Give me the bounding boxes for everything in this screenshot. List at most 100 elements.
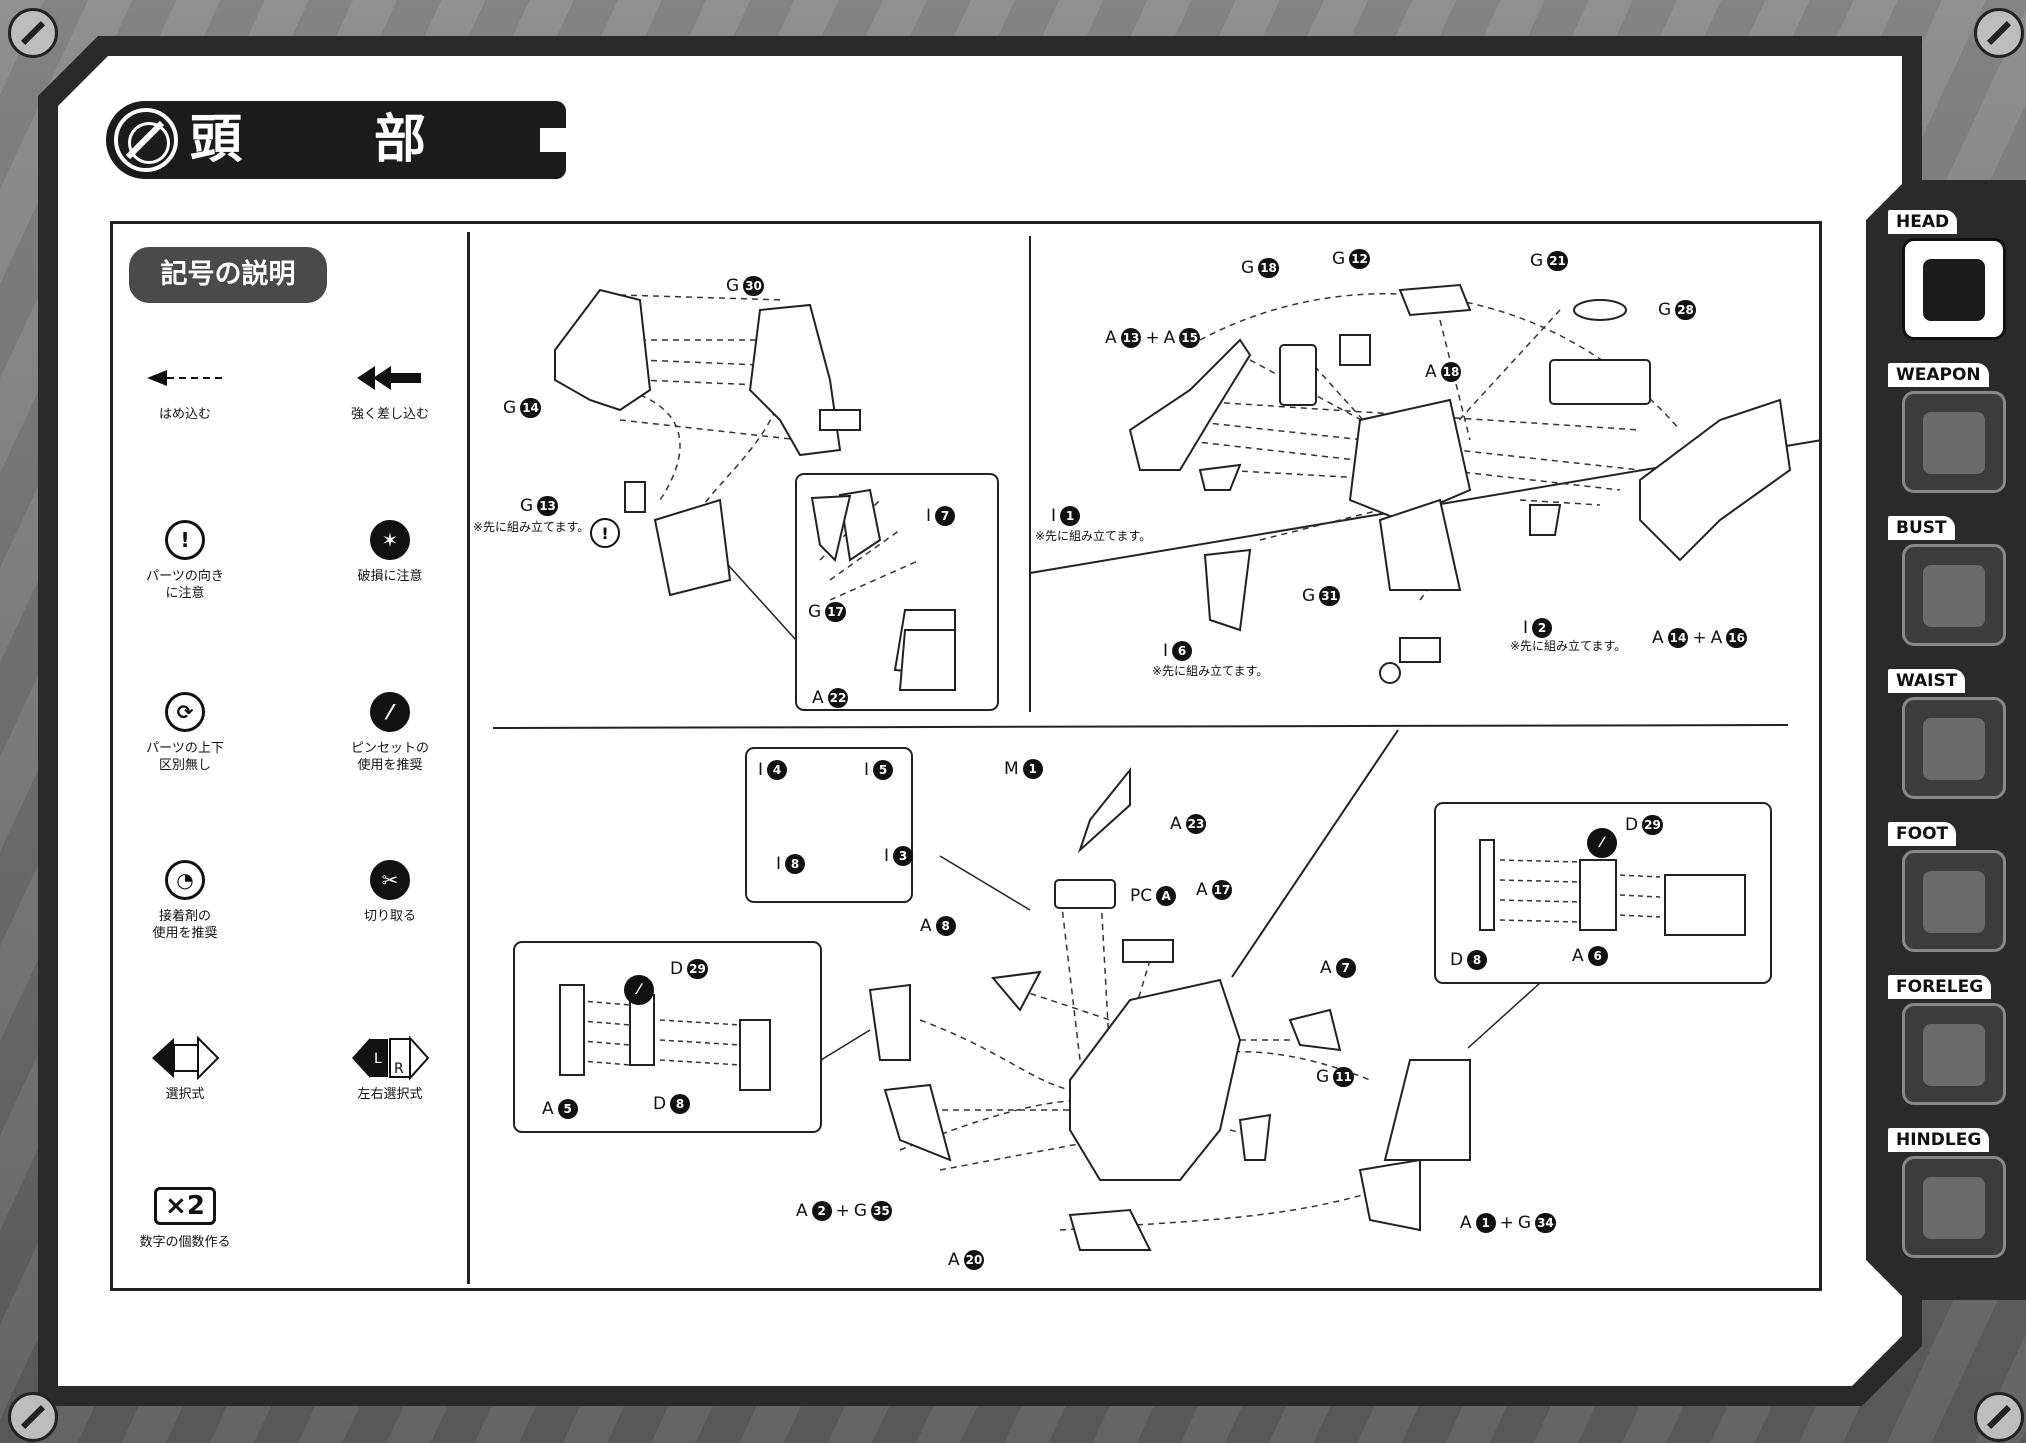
legend-symbol-glue: ◔ 接着剤の 使用を推奨 [115,852,255,942]
head-core-part [1348,398,1472,522]
instruction-frame [110,221,1822,1291]
nav-label: FOOT [1888,822,1957,846]
legend-symbol-orientation: ! パーツの向き に注意 [115,512,255,602]
face-cover-part [1639,398,1792,562]
legend-symbol-make-count: ×2 数字の個数作る [115,1178,255,1251]
pre-assemble-note: ※先に組み立てます。 [473,520,590,534]
nav-item-weapon[interactable]: WEAPON [1888,363,2014,507]
x2-icon: ×2 [154,1187,216,1225]
select-icon [152,1035,220,1081]
pre-assemble-note: ※先に組み立てます。 [1510,639,1627,653]
frame-part [748,303,842,457]
title-bar [106,101,566,179]
jaw-part [653,498,732,597]
exclamation-icon: ! [165,520,205,560]
nav-item-hindleg[interactable]: HINDLEG [1888,1128,2014,1272]
weapon-icon [1923,412,1985,474]
legend-symbol-cut: ✂ 切り取る [320,852,460,925]
nav-item-bust[interactable]: BUST [1888,516,2014,660]
nav-item-foreleg[interactable]: FORELEG [1888,975,2014,1119]
frame-part [554,288,652,412]
rotate-icon: ⟳ [165,692,205,732]
dashed-arrow-icon [147,370,223,386]
side-cover-part [1128,338,1252,471]
nav-item-waist[interactable]: WAIST [1888,669,2014,813]
tweezers-icon: ⁄ [624,975,654,1005]
hindleg-icon [1923,1177,1985,1239]
gear-emblem-icon [114,108,178,172]
pre-assemble-note: ※先に組み立てます。 [1152,664,1269,678]
legend-symbol-select: 選択式 [115,1030,255,1103]
nav-label: HEAD [1888,210,1958,234]
legend-heading: 記号の説明 [129,247,327,303]
nav-label: WAIST [1888,669,1966,693]
tweezers-icon: ⁄ [1587,828,1617,858]
exclamation-icon: ! [590,518,620,548]
assembled-head-part [1069,978,1242,1181]
nav-label: HINDLEG [1888,1128,1990,1152]
page-title: 頭 部 [190,110,467,170]
damage-icon: ✶ [370,520,410,560]
cut-icon: ✂ [370,860,410,900]
nav-item-foot[interactable]: FOOT [1888,822,2014,966]
screw-icon [8,1392,58,1442]
nav-label: WEAPON [1888,363,1989,387]
pre-assemble-note: ※先に組み立てます。 [1035,529,1152,543]
screw-icon [1974,1392,2024,1442]
svg-text:R: R [394,1061,404,1077]
glue-icon: ◔ [165,860,205,900]
lr-select-icon: LR [352,1035,430,1081]
legend-symbol-no-updown: ⟳ パーツの上下 区別無し [115,684,255,774]
legend-symbol-push-hard: 強く差し込む [320,350,460,423]
double-arrow-icon [357,366,421,390]
head-icon [1923,259,1985,321]
svg-text:L: L [374,1051,382,1067]
legend-symbol-tweezers: ⁄ ピンセットの 使用を推奨 [320,684,460,774]
legend-symbol-damage: ✶ 破損に注意 [320,512,460,585]
tweezers-icon: ⁄ [370,692,410,732]
foot-icon [1923,871,1985,933]
screw-icon [8,8,58,58]
legend-symbol-push-in: はめ込む [115,350,255,423]
nav-label: FORELEG [1888,975,1992,999]
nav-item-head[interactable]: HEAD [1888,210,2014,354]
screw-icon [1974,8,2024,58]
